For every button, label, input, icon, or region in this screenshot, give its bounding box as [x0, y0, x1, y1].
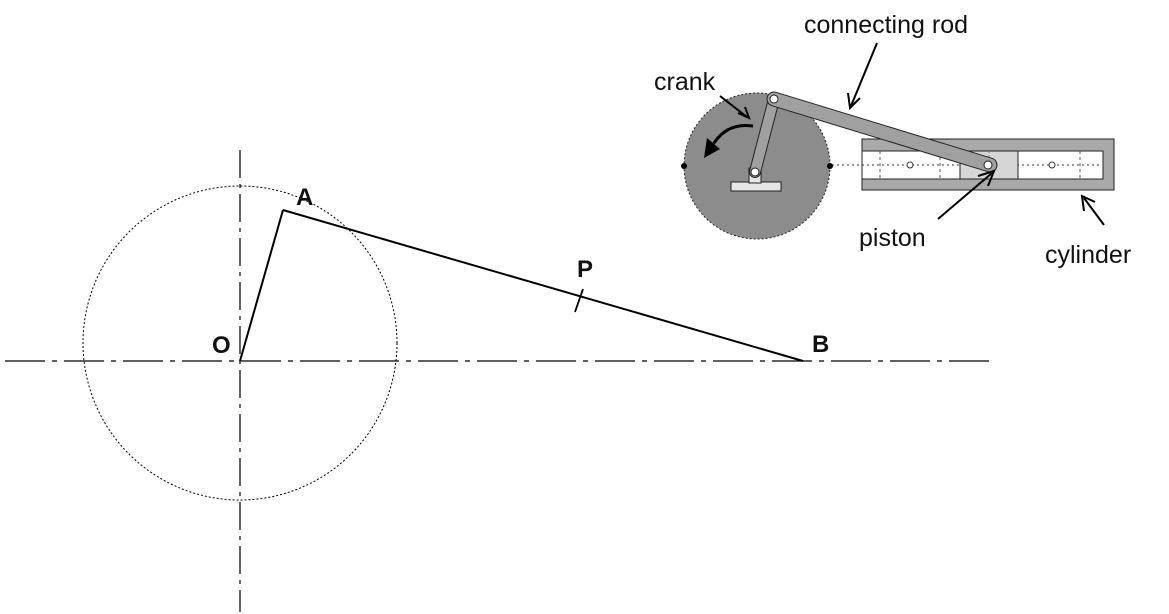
callout-cylinder: cylinder	[1045, 241, 1131, 269]
disc-dead-point-right	[827, 163, 833, 169]
crank-circle	[82, 185, 398, 501]
crank-link-oa	[239, 209, 284, 362]
disc-dead-point-left	[681, 163, 687, 169]
label-a: A	[296, 184, 313, 211]
callout-arrows	[719, 42, 1105, 226]
rod-link-ab	[282, 209, 804, 362]
mechanism-illustration: crank connecting rod piston cylinder	[654, 11, 1131, 269]
callout-connecting-rod: connecting rod	[804, 11, 968, 39]
label-o: O	[212, 332, 231, 359]
crank-rod-pin	[769, 94, 779, 104]
crank-pivot-pin	[750, 167, 760, 177]
label-b: B	[812, 331, 829, 358]
callout-crank: crank	[654, 68, 716, 96]
point-p-tick	[574, 288, 584, 313]
label-p: P	[577, 256, 593, 283]
rotation-arrow-icon	[704, 123, 754, 158]
wrist-pin	[983, 160, 993, 170]
geometry-diagram: O A P B	[5, 150, 995, 612]
callout-piston: piston	[859, 224, 926, 252]
